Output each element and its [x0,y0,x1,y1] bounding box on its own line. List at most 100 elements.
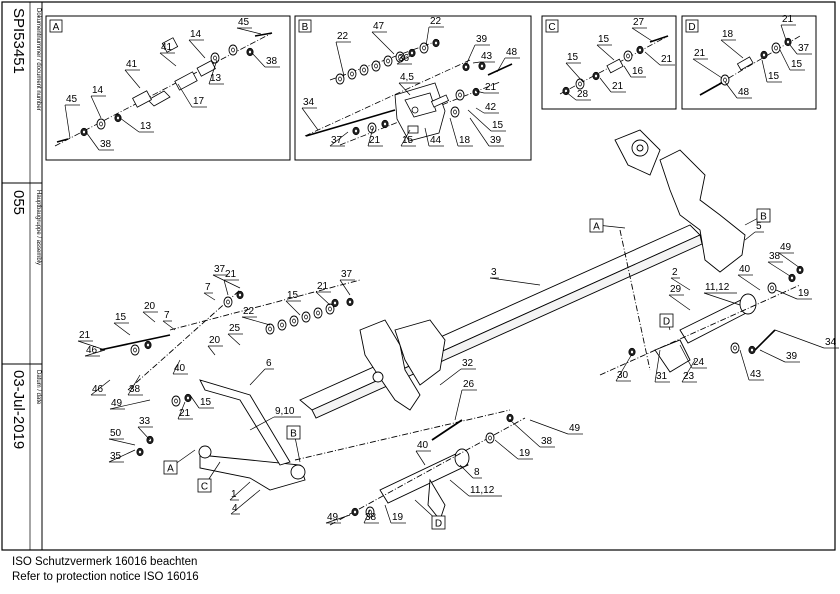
callout-number: 21 [485,82,497,93]
callout-number: 46 [92,384,104,395]
callout-number: 39 [490,135,502,146]
callout-number: 21 [79,330,91,341]
detail-letter: D [688,22,695,33]
callout-number: 37 [331,135,343,146]
callout-leader [85,131,100,151]
assembly-caption: Hauptbaugruppe / assembly [35,190,41,266]
callout-number: 37 [341,269,353,280]
callout-leader [759,349,786,363]
section-marker-letter: C [201,482,208,493]
callout-leader [623,65,632,78]
callout-leader [615,353,633,382]
callout-number: 4,5 [400,72,414,83]
section-marker-letter: D [663,317,670,328]
callout-number: 13 [140,121,152,132]
callout-number: 37 [798,43,810,54]
section-marker-box [756,208,771,223]
callout-number: 1 [231,489,237,500]
callout-number: 27 [633,17,645,28]
callout-leader [384,504,392,524]
callout-leader [113,322,131,336]
callout-leader [77,340,106,351]
callout-number: 38 [266,56,278,67]
callout-leader [670,277,691,291]
callout-number: 21 [179,408,191,419]
callout-leader [724,81,738,99]
callout-number: 34 [303,97,315,108]
callout-leader [90,379,111,396]
callout-leader [472,61,481,64]
section-marker-letter: A [593,222,600,233]
callout-number: 19 [392,512,404,523]
callout-leader [109,399,151,410]
callout-number: 22 [337,31,349,42]
callout-number: 41 [126,59,138,70]
callout-leader [465,44,476,66]
callout-number: 21 [661,54,673,65]
callout-leader [127,374,141,396]
callout-number: 30 [617,370,629,381]
callout-number: 37 [214,264,226,275]
callout-leader [681,359,696,383]
callout-number: 15 [115,312,127,323]
callout-number: 32 [462,358,474,369]
callout-leader [425,26,430,47]
detail-d-hardware [720,37,792,86]
callout-number: 15 [567,52,579,63]
callout-number: 48 [506,47,518,58]
callout-number: 49 [111,398,123,409]
callout-leader [469,117,490,147]
callout-leader [371,31,395,55]
callout-leader [529,419,569,435]
callout-leader [489,277,541,286]
callout-leader [251,52,266,68]
callout-leader [475,90,485,94]
section-marker-letter: A [167,464,174,475]
callout-number: 22 [243,306,255,317]
callout-number: 28 [577,89,589,100]
callout-leader [90,95,102,119]
callout-leader [789,44,798,55]
callout-number: 31 [656,371,668,382]
callout-number: 15 [492,120,504,131]
callout-number: 40 [417,440,429,451]
callout-leader [315,291,331,306]
callout-leader [415,450,426,466]
callout-leader [509,419,541,448]
callout-leader [329,131,349,147]
callout-leader [108,438,136,446]
section-marker-letter: B [760,212,767,223]
callout-number: 25 [229,323,241,334]
callout-leader [779,49,791,71]
callout-leader [668,294,691,311]
callout-number: 15 [287,290,299,301]
detail-letter-box [49,19,63,33]
callout-number: 18 [722,29,734,40]
callout-leader [565,91,577,101]
callout-number: 45 [66,94,78,105]
assembly-number: 055 [10,190,27,216]
callout-leader [64,104,71,139]
callout-number: 45 [238,17,250,28]
callout-leader [285,300,301,316]
callout-number: 47 [373,21,385,32]
callout-leader [249,368,266,386]
callout-number: 11,12 [470,485,495,496]
callout-number: 15 [598,34,610,45]
callout-leader [159,52,177,67]
callout-number: 15 [791,59,803,70]
callout-leader [241,316,271,326]
callout-leader [339,279,351,296]
doc-number: SPI53451 [10,8,27,74]
callout-number: 14 [92,85,104,96]
callout-leader [599,77,612,93]
callout-number: 3 [491,267,497,278]
callout-number: 16 [632,66,644,77]
callout-leader [767,261,791,277]
callout-number: 6 [266,358,272,369]
doc-number-caption: Dokumentnummer / document number [35,8,41,111]
callout-number: 22 [430,16,442,27]
